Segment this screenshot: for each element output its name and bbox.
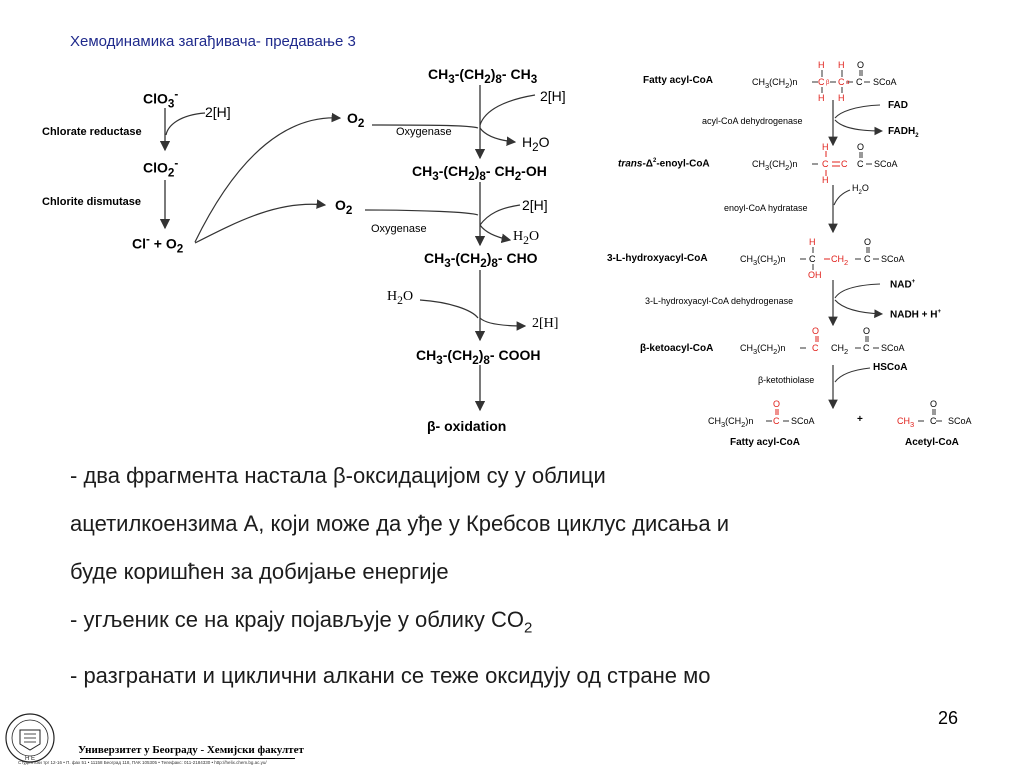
- bullet-line-1: - два фрагмента настала β-оксидацијом су…: [70, 463, 606, 488]
- oxygen-2: O2: [335, 197, 353, 217]
- footer-divider: [80, 758, 295, 759]
- scoa-group: SCoA: [873, 77, 897, 87]
- reductant-2h-left: 2[H]: [205, 104, 231, 120]
- acetyl-ch3: CH3: [897, 416, 915, 429]
- decane-formula: CH3-(CH2)8- CH3: [428, 66, 538, 86]
- h-atom: H: [838, 60, 845, 70]
- h-atom: H: [809, 237, 816, 247]
- c-atom: C: [818, 77, 825, 87]
- h-atom: H: [818, 60, 825, 70]
- c-atom: C: [864, 254, 871, 264]
- o-atom: O: [857, 142, 865, 152]
- c-atom: C: [863, 343, 870, 353]
- chlorate-formula: ClO3-: [143, 88, 179, 111]
- decanol-formula: CH3-(CH2)8- CH2-OH: [412, 163, 547, 183]
- decanoic-acid-formula: CH3-(CH2)8- COOH: [416, 347, 541, 367]
- acyl-coa-dehydrogenase-label: acyl-CoA dehydrogenase: [702, 116, 803, 126]
- footer-university-name: Универзитет у Београду - Хемијски факулт…: [78, 744, 304, 756]
- hydroxyacyl-structure: CH3(CH2)n: [740, 254, 786, 267]
- ch2-group: CH2: [831, 254, 849, 267]
- decanal-formula: CH3-(CH2)8- CHO: [424, 250, 538, 270]
- oxygenase-label-2: Oxygenase: [371, 223, 427, 235]
- bullet-line-5: - разгранати и циклични алкани се теже о…: [70, 663, 711, 689]
- o-atom: O: [812, 326, 820, 336]
- c-atom: C: [822, 159, 829, 169]
- fadh2-label: FADH2: [888, 126, 919, 139]
- slide-title: Хемодинамика загађивача- предавање 3: [70, 33, 356, 50]
- reductant-2h-3: 2[H]: [532, 316, 559, 331]
- hydroxyacyl-coa-label: 3-L-hydroxyacyl-CoA: [607, 253, 708, 264]
- h-atom: H: [838, 93, 845, 103]
- c-atom: C: [812, 343, 819, 353]
- water-3: H2O: [387, 289, 414, 307]
- h-atom: H: [818, 93, 825, 103]
- beta-ketothiolase-label: β-ketothiolase: [758, 375, 815, 385]
- h-atom: H: [822, 175, 829, 185]
- enoyl-coa-hydratase-label: enoyl-CoA hydratase: [724, 203, 808, 213]
- chlorate-reductase-label: Chlorate reductase: [42, 126, 142, 138]
- h-atom: H: [822, 142, 829, 152]
- scoa-group: SCoA: [881, 254, 905, 264]
- fatty-acyl-coa-structure: CH3(CH2)n: [752, 77, 798, 90]
- beta-symbol: β: [826, 80, 830, 86]
- scoa-group: SCoA: [874, 159, 898, 169]
- product-fatty-acyl-label: Fatty acyl-CoA: [730, 437, 801, 448]
- bullet-line-4: - угљеник се на крају појављује у облику…: [70, 607, 533, 637]
- alpha-symbol: α: [846, 80, 850, 86]
- water-2: H2O: [513, 229, 540, 247]
- reductant-2h-2: 2[H]: [522, 197, 548, 213]
- o-atom: O: [930, 399, 938, 409]
- ketoacyl-structure: CH3(CH2)n: [740, 343, 786, 356]
- chloride-oxygen-formula: Cl- + O2: [132, 233, 184, 256]
- beta-oxidation-label: β- oxidation: [427, 418, 507, 434]
- c-atom: C: [838, 77, 845, 87]
- bullet-line-3: буде коришћен за добијање енергије: [70, 559, 449, 584]
- c-atom: C: [841, 159, 848, 169]
- pathway-arrows: [159, 70, 942, 422]
- nadh-label: NADH + H+: [890, 309, 942, 321]
- ch2-group: CH2: [831, 343, 849, 356]
- o-atom: O: [864, 237, 872, 247]
- o-atom: O: [773, 399, 781, 409]
- oh-group: OH: [808, 270, 822, 280]
- university-seal-logo: Н Е: [5, 713, 55, 763]
- o-atom: O: [857, 60, 865, 70]
- hscoa-label: HSCoA: [873, 362, 908, 373]
- scoa-group: SCoA: [881, 343, 905, 353]
- page-number: 26: [938, 708, 959, 728]
- hydroxyacyl-dehydrogenase-label: 3-L-hydroxyacyl-CoA dehydrogenase: [645, 296, 794, 306]
- c-atom: C: [809, 254, 816, 264]
- reductant-2h-1: 2[H]: [540, 88, 566, 104]
- plus-sign: +: [857, 414, 863, 425]
- bullet-line-2: ацетилкоензима А, који може да уђе у Кре…: [70, 511, 730, 536]
- seal-letters: Н Е: [25, 756, 35, 762]
- water-1: H2O: [522, 134, 550, 154]
- product-fatty-acyl-structure: CH3(CH2)n: [708, 416, 754, 429]
- chlorite-formula: ClO2-: [143, 157, 179, 180]
- ketoacyl-coa-label: β-ketoacyl-CoA: [640, 343, 714, 354]
- scoa-group: SCoA: [948, 416, 972, 426]
- c-atom: C: [856, 77, 863, 87]
- water-right: H2O: [852, 183, 869, 196]
- o-atom: O: [863, 326, 871, 336]
- c-atom: C: [857, 159, 864, 169]
- trans-enoyl-structure: CH3(CH2)n: [752, 159, 798, 172]
- fad-label: FAD: [888, 100, 908, 111]
- oxygen-1: O2: [347, 110, 365, 130]
- scoa-group: SCoA: [791, 416, 815, 426]
- product-acetyl-coa-label: Acetyl-CoA: [905, 437, 959, 448]
- nad-label: NAD+: [890, 279, 916, 291]
- bullet-text-block: - два фрагмента настала β-оксидацијом су…: [70, 452, 1000, 700]
- c-atom: C: [930, 416, 937, 426]
- chlorite-dismutase-label: Chlorite dismutase: [42, 196, 142, 208]
- footer-address: Студентски трг 12-16 • П. фах 51 • 11158…: [18, 760, 267, 765]
- fatty-acyl-coa-label: Fatty acyl-CoA: [643, 75, 714, 86]
- oxygenase-label-1: Oxygenase: [396, 126, 452, 138]
- trans-enoyl-coa-label: trans-Δ2-enoyl-CoA: [618, 158, 710, 170]
- c-atom: C: [773, 416, 780, 426]
